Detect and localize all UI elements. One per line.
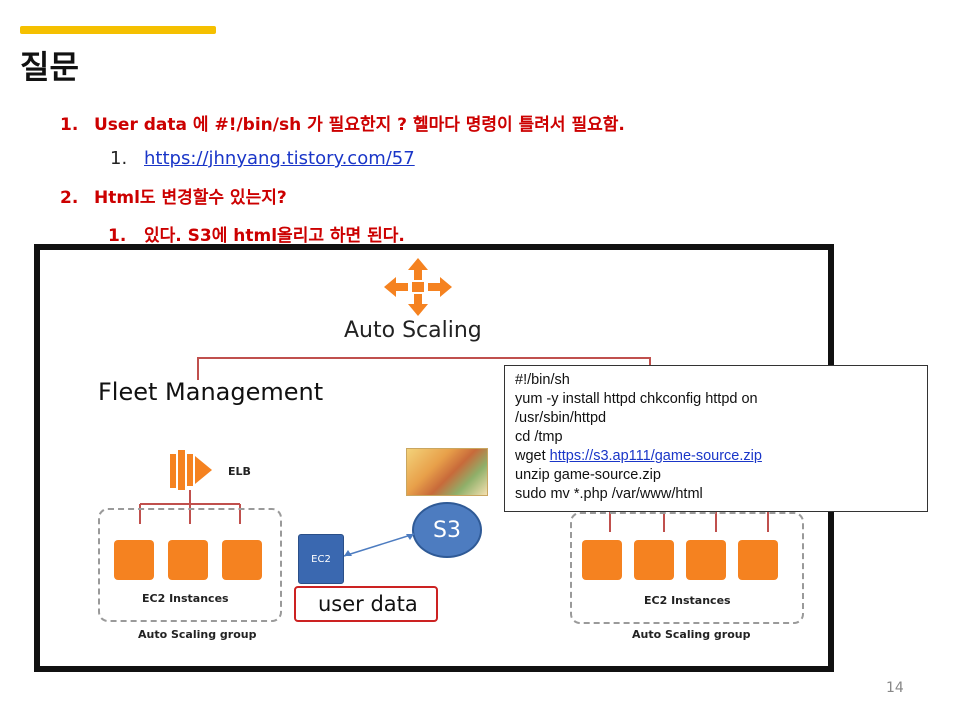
ec2-instance-icon (222, 540, 262, 580)
ec2-instance-icon (114, 540, 154, 580)
list-number: 1. (110, 148, 128, 169)
s3-bucket-node: S3 (412, 502, 482, 558)
ec2-instance-icon (168, 540, 208, 580)
reference-link[interactable]: https://jhnyang.tistory.com/57 (144, 148, 415, 169)
page-number: 14 (886, 680, 904, 696)
ec2-instance-icon (686, 540, 726, 580)
ec2-instances-label: EC2 Instances (142, 592, 229, 605)
list-number: 1. (60, 115, 79, 135)
auto-scaling-group-label: Auto Scaling group (632, 628, 751, 641)
ec2-instance-icon (582, 540, 622, 580)
question-2-text: Html도 변경할수 있는지? (94, 188, 287, 208)
question-1-text: User data 에 #!/bin/sh 가 필요한지 ? 헬마다 명령이 틀… (94, 115, 625, 135)
elb-icon (170, 450, 212, 490)
auto-scaling-arrows-icon (384, 258, 452, 316)
ec2-instance-icon (738, 540, 778, 580)
code-line: /usr/sbin/httpd (515, 410, 607, 426)
right-auto-scaling-group: EC2 Instances (570, 512, 804, 624)
game-thumbnail-image (406, 448, 488, 496)
user-data-script-box: #!/bin/sh yum -y install httpd chkconfig… (504, 365, 928, 512)
ec2-instances-label: EC2 Instances (644, 594, 731, 607)
user-data-box: user data (294, 586, 438, 622)
question-1: 1. User data 에 #!/bin/sh 가 필요한지 ? 헬마다 명령이… (60, 110, 625, 135)
answer-link-item: 1. https://jhnyang.tistory.com/57 (110, 148, 415, 169)
code-line: cd /tmp (515, 429, 563, 445)
ec2-node: EC2 (298, 534, 344, 584)
elb-distribution-arrows (139, 490, 241, 524)
list-number: 2. (60, 188, 79, 208)
game-source-link[interactable]: https://s3.ap111/game-source.zip (549, 448, 762, 464)
list-number: 1. (108, 226, 127, 246)
code-line: wget (515, 448, 550, 464)
code-line: sudo mv *.php /var/www/html (515, 486, 703, 502)
ec2-instance-icon (634, 540, 674, 580)
answer-2: 1. 있다. S3에 html올리고 하면 된다. (108, 221, 405, 246)
question-2: 2. Html도 변경할수 있는지? (60, 183, 287, 208)
code-line: yum -y install httpd chkconfig httpd on (515, 391, 758, 407)
slide-title: 질문 (20, 48, 79, 86)
ec2-s3-connector (343, 533, 415, 557)
answer-2-text: 있다. S3에 html올리고 하면 된다. (144, 226, 405, 246)
code-line-wget: wget https://s3.ap111/game-source.zip (515, 447, 917, 466)
left-auto-scaling-group: EC2 Instances (98, 508, 282, 622)
code-line: #!/bin/sh (515, 372, 570, 388)
auto-scaling-label: Auto Scaling (344, 318, 482, 343)
accent-bar (20, 26, 216, 34)
auto-scaling-group-label: Auto Scaling group (138, 628, 257, 641)
elb-label: ELB (228, 465, 251, 478)
fleet-management-label: Fleet Management (98, 378, 324, 406)
code-line: unzip game-source.zip (515, 467, 661, 483)
